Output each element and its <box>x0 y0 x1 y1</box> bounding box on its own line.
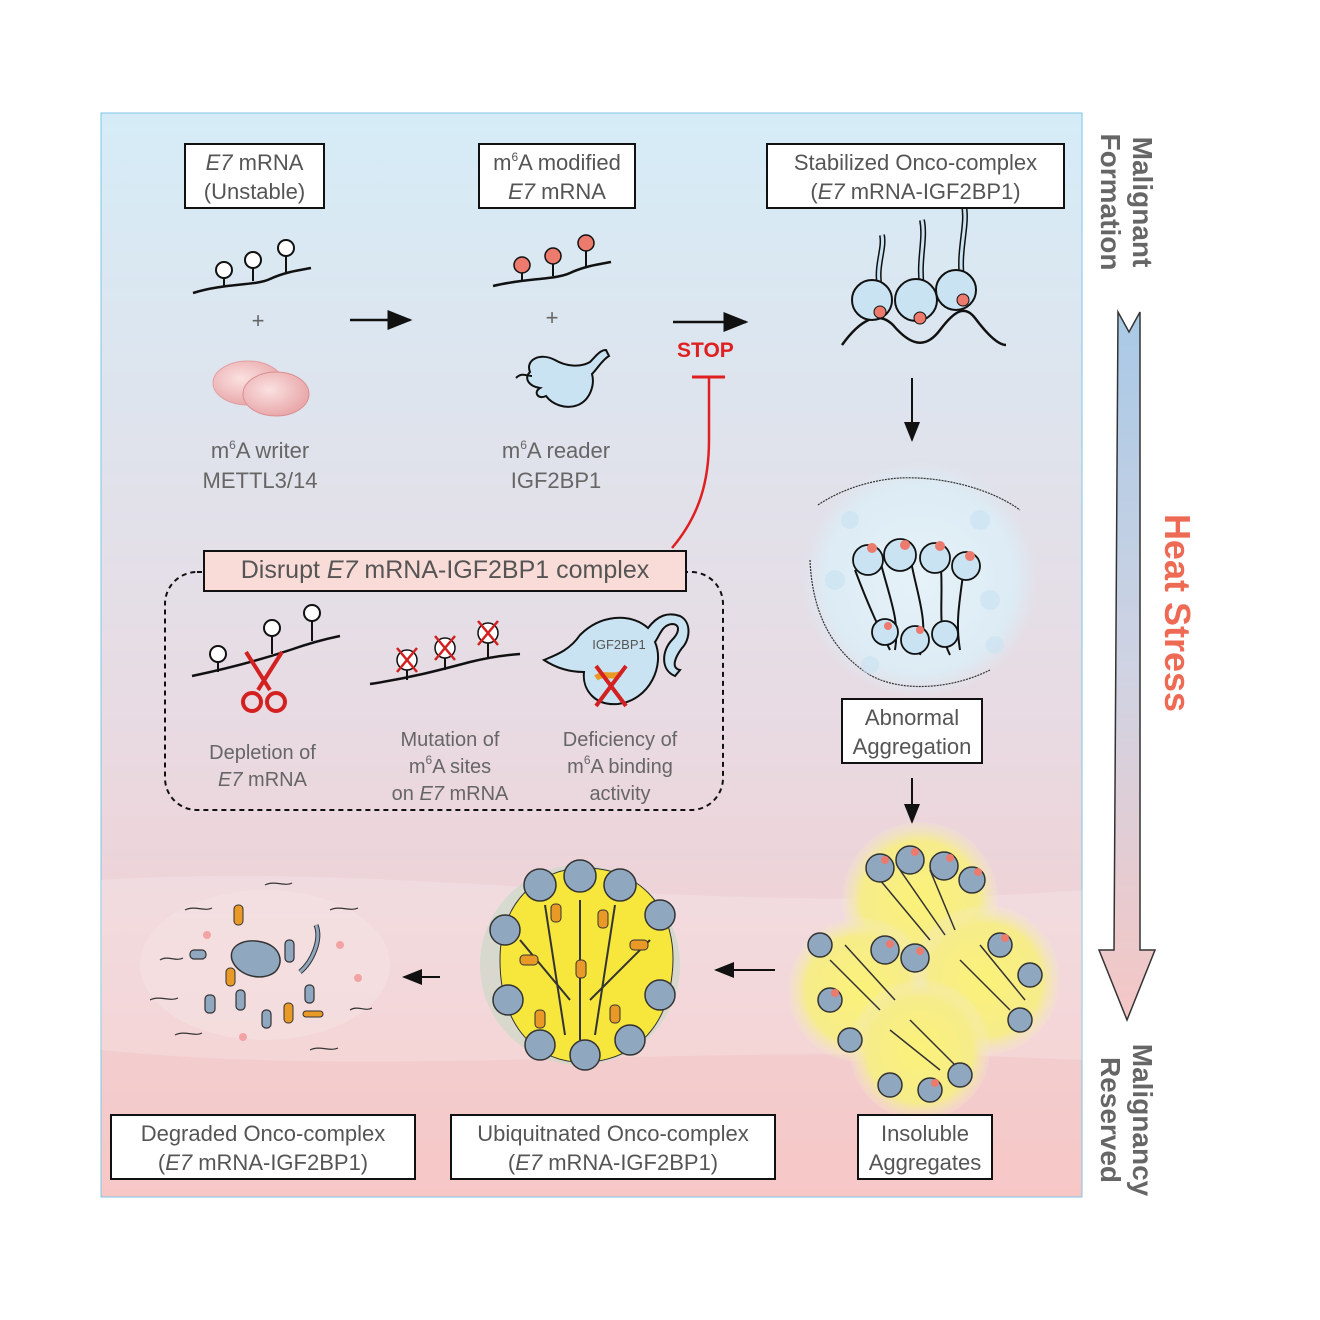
degraded-complex-icon <box>140 882 390 1051</box>
writer-label: m6A writer METTL3/14 <box>202 438 318 493</box>
disrupt-title: Disrupt E7 mRNA-IGF2BP1 complex <box>203 550 687 592</box>
m6a-writer-icon <box>212 360 310 417</box>
m6a-reader-icon <box>515 348 611 408</box>
inhibition-line <box>671 375 725 549</box>
malignancy-reserved-label: Malignancy Reserved <box>1095 1043 1158 1197</box>
heat-stress-label: Heat Stress <box>1157 513 1198 713</box>
ubiquitinated-box: Ubiquitnated Onco-complex (E7 mRNA-IGF2B… <box>450 1114 776 1180</box>
unmodified-mrna-icon <box>192 239 312 295</box>
m6a-mrna-icon <box>492 234 612 288</box>
stop-label: STOP <box>677 339 734 362</box>
ubiquitinated-complex-icon <box>480 859 680 1071</box>
scissors-icon <box>241 650 287 713</box>
protein-label: IGF2BP1 <box>592 637 646 652</box>
heat-stress-arrow <box>1097 309 1157 1023</box>
mutation-icon <box>369 620 521 686</box>
depletion-label: Depletion of E7 mRNA <box>209 742 316 791</box>
insoluble-box: Insoluble Aggregates <box>857 1114 993 1180</box>
abnormal-box: Abnormal Aggregation <box>841 698 983 764</box>
abnormal-aggregation-icon <box>802 462 1038 698</box>
e7-mrna-box: E7 mRNA (Unstable) <box>184 143 325 209</box>
plus-sign: + <box>545 305 559 330</box>
deficiency-icon <box>541 613 690 708</box>
degraded-box: Degraded Onco-complex (E7 mRNA-IGF2BP1) <box>110 1114 416 1180</box>
insoluble-aggregates-icon <box>788 822 1060 1120</box>
mutation-label: Mutation of m6A sites on E7 mRNA <box>391 729 509 805</box>
reader-label: m6A reader IGF2BP1 <box>501 438 611 493</box>
m6a-modified-box: m6A modified E7 mRNA <box>478 143 636 209</box>
stabilized-box: Stabilized Onco-complex (E7 mRNA-IGF2BP1… <box>766 143 1065 209</box>
deficiency-label: Deficiency of m6A binding activity <box>562 729 678 805</box>
malignant-formation-label: Malignant Formation <box>1095 133 1158 271</box>
plus-sign: + <box>251 308 265 333</box>
depletion-icon <box>191 604 341 678</box>
stabilized-complex-icon <box>840 205 1007 347</box>
